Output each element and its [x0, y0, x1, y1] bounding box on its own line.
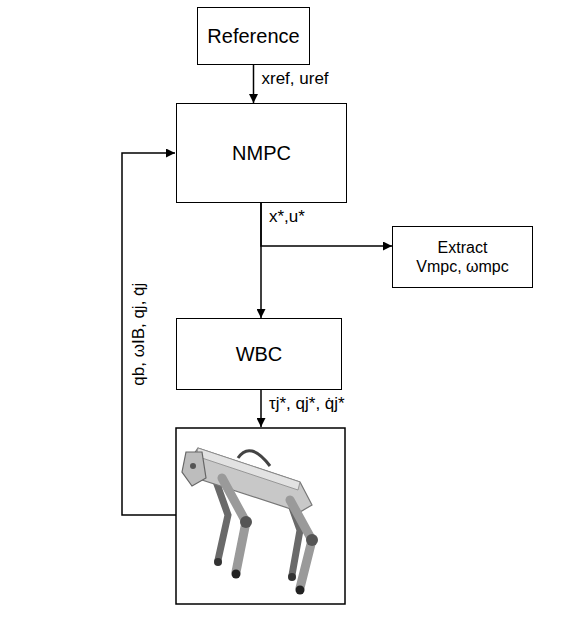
nmpc-box: NMPC: [176, 103, 347, 203]
node-text: WBC: [236, 342, 283, 366]
node-text: Reference: [207, 24, 299, 48]
extract-box: ExtractVmpc, ωmpc: [392, 226, 533, 288]
node-text: Extract: [438, 238, 488, 257]
feedback-arrow: [122, 153, 176, 515]
node-text: Vmpc, ωmpc: [416, 257, 509, 276]
robot-frame: [176, 428, 345, 604]
torque-signal-label: τj*, qj*, q̇j*: [268, 394, 346, 414]
command-arrow: [260, 390, 262, 427]
node-text: NMPC: [232, 141, 291, 165]
reference-box: Reference: [197, 7, 310, 65]
robot-illustration: [182, 448, 318, 595]
wbc-box: WBC: [176, 318, 342, 390]
edge-label: x*,u*: [268, 207, 306, 227]
extract-arrow: [261, 203, 392, 246]
state-feedback-label: qb, ωIB, qj, q̇j: [130, 281, 150, 386]
reference-arrow: [253, 65, 255, 103]
edge-label: xref, uref: [261, 69, 330, 89]
